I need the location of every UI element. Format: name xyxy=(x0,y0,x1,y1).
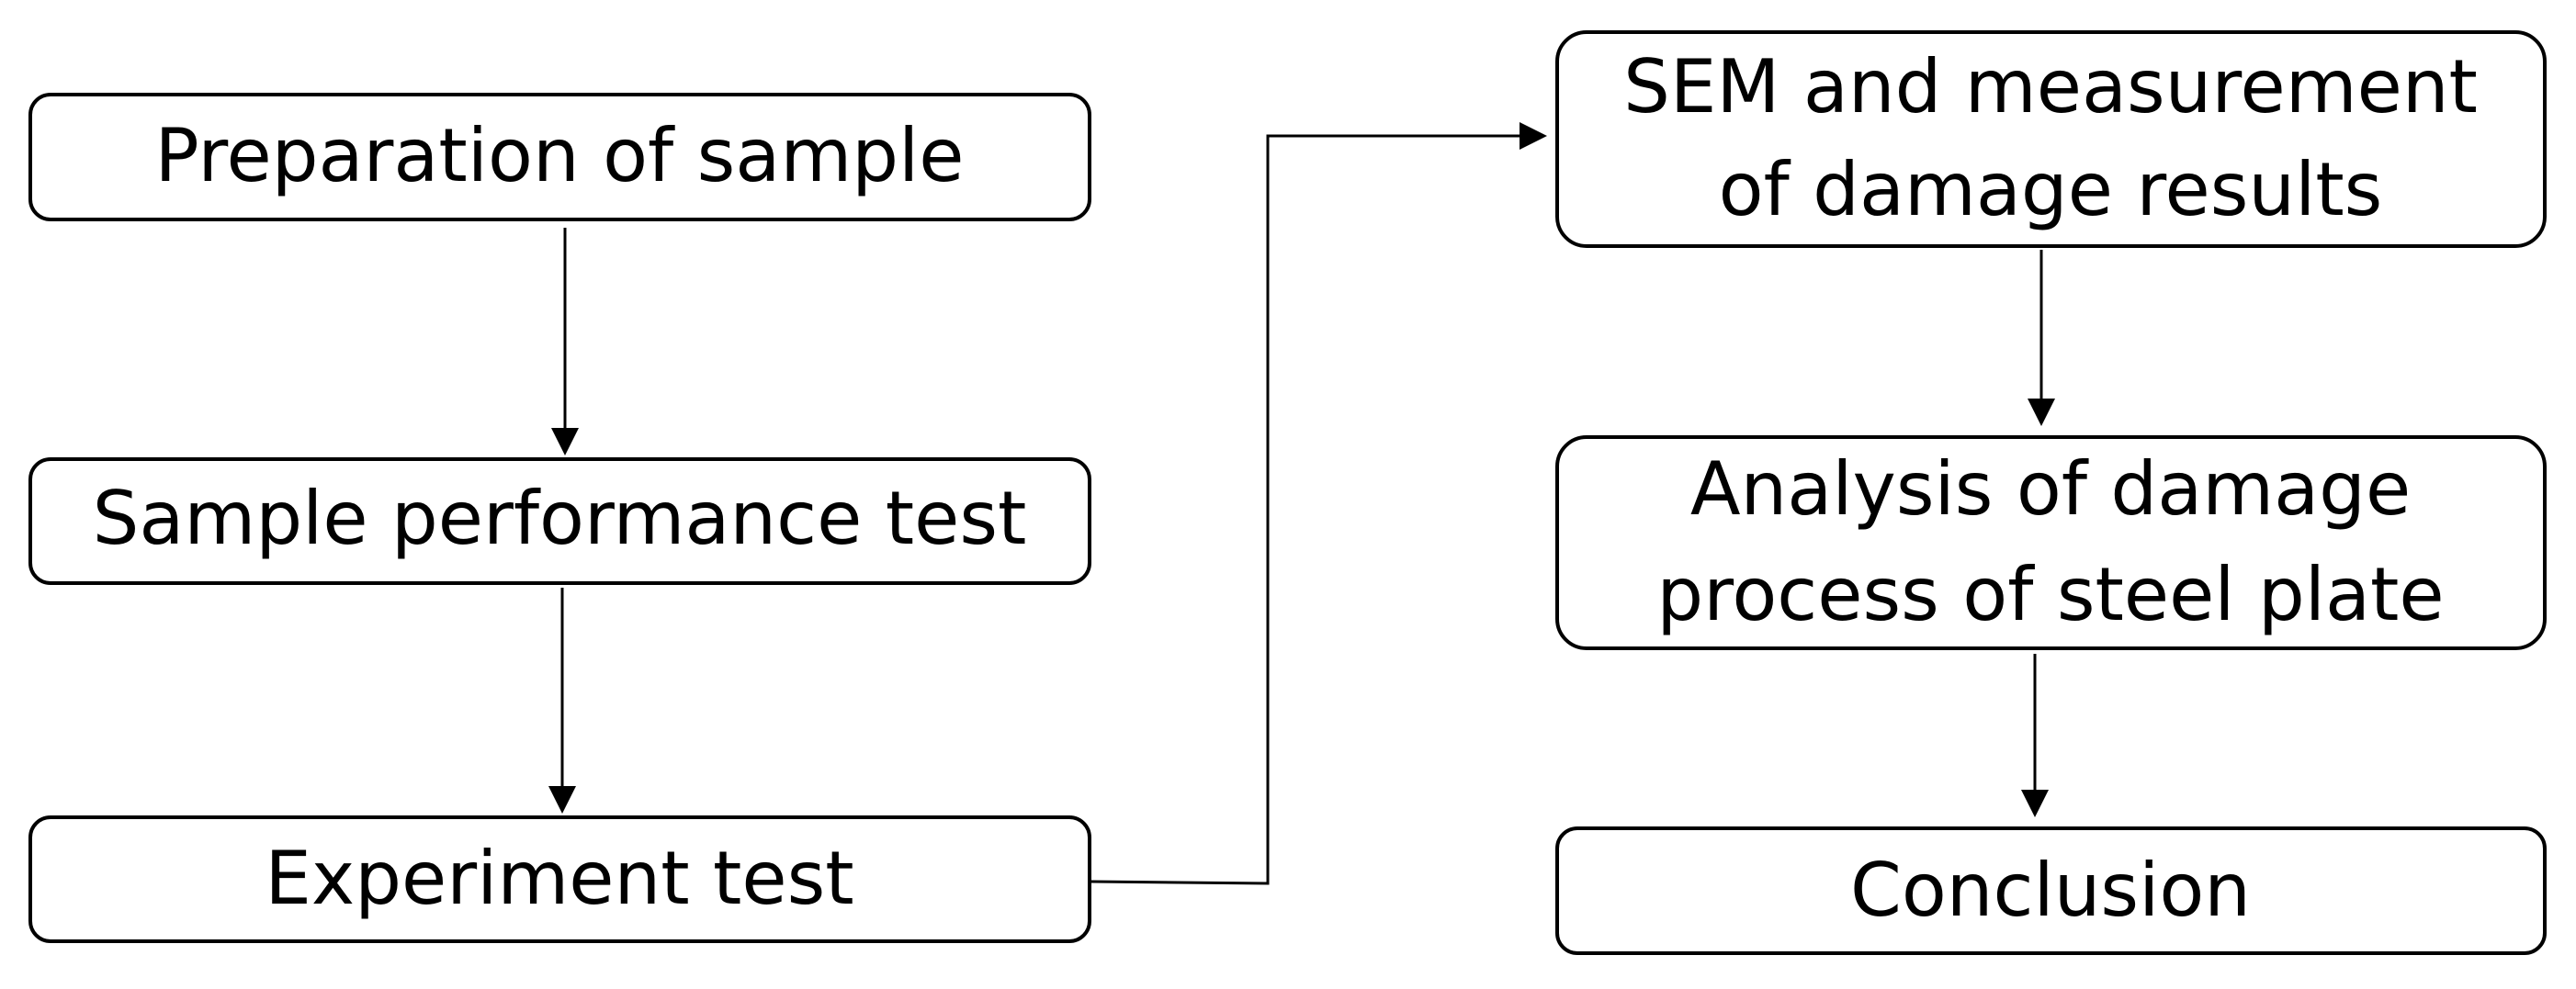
node-sem-text-line-1: SEM and measurement xyxy=(1623,44,2478,129)
node-analysis-text-line-2: process of steel plate xyxy=(1656,552,2444,637)
edge-analysis-to-conclusion xyxy=(2021,654,2049,817)
node-sem-text-line-2: of damage results xyxy=(1719,147,2383,232)
node-experiment: Experiment test xyxy=(28,815,1091,943)
node-preparation-text: Preparation of sample xyxy=(155,113,965,198)
node-analysis: Analysis of damage process of steel plat… xyxy=(1555,435,2547,650)
node-conclusion-text: Conclusion xyxy=(1850,848,2251,933)
node-performance-text: Sample performance test xyxy=(93,476,1027,561)
node-performance: Sample performance test xyxy=(28,457,1091,585)
edge-sem-to-analysis xyxy=(2028,250,2055,426)
node-preparation: Preparation of sample xyxy=(28,93,1091,221)
node-analysis-text-line-1: Analysis of damage xyxy=(1690,446,2411,532)
edge-experiment-to-sem xyxy=(1090,122,1547,885)
node-sem: SEM and measurement of damage results xyxy=(1555,30,2547,248)
node-experiment-text: Experiment test xyxy=(265,836,853,921)
node-conclusion: Conclusion xyxy=(1555,826,2547,955)
edge-performance-to-experiment xyxy=(548,588,576,814)
edge-preparation-to-performance xyxy=(551,228,579,455)
